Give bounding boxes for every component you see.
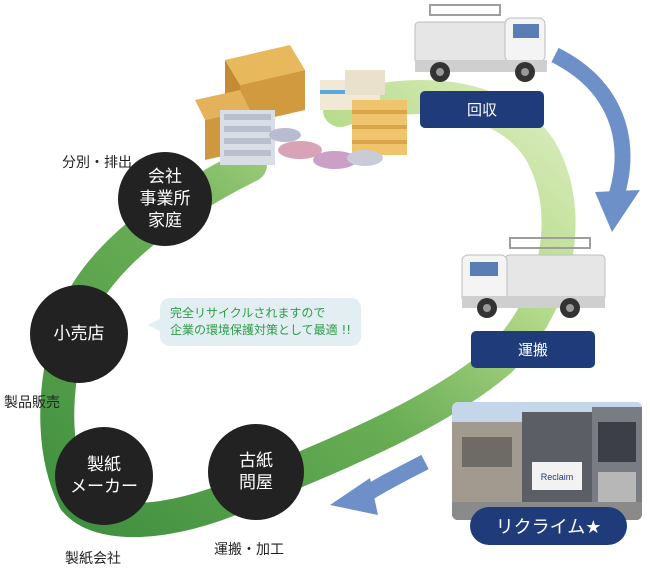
step-transport: 運搬: [471, 331, 595, 368]
bubble-tail: [148, 318, 162, 332]
node-company: 会社 事業所 家庭: [118, 152, 212, 246]
label-transport-process: 運搬・加工: [214, 542, 284, 558]
info-bubble-line-2: 企業の環境保護対策として最適 !!: [170, 323, 352, 337]
node-maker: 製紙 メーカー: [55, 427, 153, 525]
building-photo: Reclaim: [452, 402, 642, 520]
info-bubble: 完全リサイクルされますので 企業の環境保護対策として最適 !!: [160, 298, 362, 346]
building-sign: Reclaim: [541, 472, 574, 482]
node-wholesaler-line-1: 古紙: [239, 451, 273, 471]
label-sort: 分別・排出: [62, 155, 132, 171]
left-arrow-icon: [330, 454, 429, 515]
node-wholesaler: 古紙 問屋: [208, 424, 304, 520]
step-collect: 回収: [420, 91, 544, 128]
node-retail-line-1: 小売店: [53, 324, 105, 344]
node-company-line-1: 会社: [148, 167, 182, 187]
node-retail: 小売店: [30, 285, 128, 383]
cardboard-boxes-icon: [195, 45, 407, 169]
info-bubble-line-1: 完全リサイクルされますので: [170, 306, 326, 320]
label-paper-company: 製紙会社: [65, 551, 121, 567]
building-photo-art: Reclaim: [452, 402, 642, 520]
node-maker-line-1: 製紙: [87, 455, 121, 475]
label-sales: 製品販売: [4, 395, 60, 411]
node-company-line-3: 家庭: [148, 211, 182, 231]
garbage-truck-icon: [414, 4, 547, 82]
node-wholesaler-line-2: 問屋: [239, 473, 273, 493]
node-maker-line-2: メーカー: [70, 477, 138, 497]
node-company-line-2: 事業所: [139, 189, 191, 209]
brand-badge: リクライム★: [470, 507, 627, 545]
curved-arrow-icon: [551, 47, 640, 232]
garbage-truck-icon: [461, 237, 606, 318]
